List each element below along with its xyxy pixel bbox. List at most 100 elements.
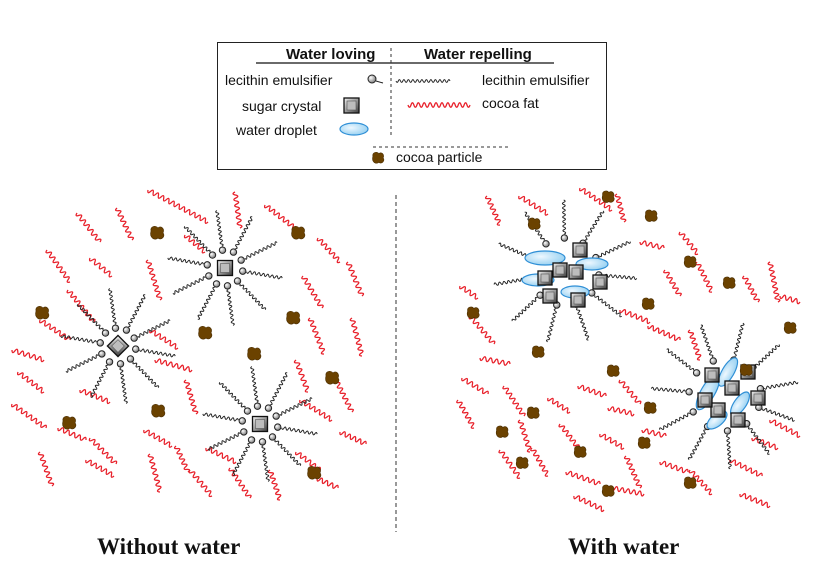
cocoa-particle: [466, 306, 480, 319]
lecithin-tail: [754, 344, 780, 369]
lecithin-tail: [545, 308, 557, 343]
lecithin-head: [223, 282, 232, 290]
cocoa-fat-strand: [767, 261, 781, 303]
lecithin-tail: [261, 445, 270, 482]
lecithin-head: [723, 427, 732, 435]
lecithin-head: [96, 339, 104, 347]
cocoa-fat-strand: [614, 193, 627, 223]
cocoa-fat-strand: [579, 187, 613, 212]
lecithin-tail: [250, 366, 259, 403]
cocoa-fat-strand: [301, 275, 324, 309]
lecithin-tail-group: [60, 199, 799, 482]
cocoa-fat-strand: [558, 423, 581, 452]
cocoa-fat-strand: [57, 427, 87, 441]
sugar-crystal-face: [555, 265, 565, 275]
cocoa-particle: [325, 371, 340, 385]
sugar-crystal-face: [727, 383, 737, 393]
cocoa-particle: [247, 347, 262, 361]
legend-header-repelling: Water repelling: [424, 46, 532, 63]
lecithin-head: [685, 388, 693, 396]
sugar-crystal-face: [733, 415, 743, 425]
lecithin-head: [237, 256, 245, 264]
lecithin-tail: [270, 372, 288, 406]
lecithin-head: [588, 289, 596, 297]
sugar-crystal-face: [700, 395, 710, 405]
lecithin-tail: [128, 294, 146, 328]
cocoa-fat-strand: [739, 492, 771, 509]
lecithin-tail: [602, 273, 638, 281]
lecithin-tail: [235, 216, 253, 250]
cocoa-particle: [62, 416, 77, 430]
lecithin-head: [264, 404, 273, 412]
caption-with-water: With water: [568, 534, 680, 559]
lecithin-tail: [207, 432, 241, 451]
cocoa-fat-strand: [618, 379, 642, 405]
sugar-crystal-face: [111, 339, 125, 353]
cocoa-particle: [722, 276, 736, 289]
cocoa-fat-strand: [16, 371, 45, 394]
lecithin-tail: [218, 382, 246, 409]
cocoa-particle: [307, 466, 322, 480]
cocoa-fat-strand: [154, 358, 193, 373]
lecithin-tail: [687, 429, 706, 461]
lecithin-head: [233, 277, 242, 285]
sugar-crystal-face: [713, 405, 723, 415]
lecithin-tail: [239, 283, 267, 310]
sugar-crystal-face: [575, 245, 585, 255]
cocoa-fat-strand: [173, 445, 191, 473]
lecithin-tail: [659, 412, 691, 430]
cocoa-fat-strand: [145, 259, 163, 301]
lecithin-tail: [594, 295, 622, 318]
lecithin-head: [689, 408, 697, 416]
cocoa-fat-strand: [641, 428, 667, 438]
lecithin-head: [560, 234, 569, 242]
lecithin-tail: [599, 241, 631, 258]
cocoa-fat-strand: [779, 294, 801, 305]
cocoa-particle: [515, 456, 529, 469]
water-droplet: [575, 257, 609, 271]
cocoa-particle: [683, 476, 697, 489]
cocoa-particle: [739, 363, 753, 376]
cocoa-fat-strand: [687, 329, 702, 361]
cocoa-fat-strand: [484, 195, 501, 226]
cocoa-fat-strand: [611, 486, 645, 497]
cocoa-fat-strand: [88, 437, 118, 465]
lecithin-head: [272, 412, 280, 420]
lecithin-head: [247, 436, 256, 444]
sugar-crystal-face: [545, 291, 555, 301]
legend-droplet-icon: [339, 122, 369, 136]
lecithin-tail: [575, 307, 590, 341]
lecithin-tail: [215, 210, 224, 247]
sugar-crystal-face: [595, 277, 605, 287]
lecithin-head: [203, 261, 211, 269]
sugar-crystal-face: [255, 419, 265, 429]
lecithin-tail: [172, 276, 206, 295]
lecithin-tail: [281, 426, 318, 436]
cocoa-fat-strand: [333, 379, 355, 413]
lecithin-tail: [137, 319, 171, 338]
legend-lecithin-head-icon: [367, 74, 377, 84]
lecithin-tail: [650, 386, 686, 394]
lecithin-head: [542, 240, 550, 248]
legend-lecithin-stem-icon: [375, 80, 384, 84]
lecithin-head: [709, 357, 717, 365]
cocoa-fat-strand: [143, 429, 173, 448]
lecithin-tail: [76, 304, 104, 331]
lecithin-tail: [132, 361, 160, 388]
cocoa-particle: [601, 484, 615, 497]
legend-fat-label: cocoa fat: [482, 95, 539, 111]
sugar-crystal-group: [106, 242, 766, 433]
lecithin-tail: [202, 412, 239, 422]
cocoa-fat-strand: [659, 460, 689, 474]
cocoa-fat-strand: [729, 459, 763, 477]
lecithin-head: [240, 428, 248, 436]
lecithin-tail: [274, 439, 302, 466]
lecithin-head: [122, 326, 131, 334]
cocoa-fat-strand: [339, 431, 367, 445]
cocoa-fat-strand: [517, 419, 532, 453]
lecithin-tail: [139, 348, 176, 358]
lecithin-tail: [725, 434, 732, 470]
legend-particle-label: cocoa particle: [396, 149, 483, 165]
cocoa-fat-strand: [688, 469, 713, 496]
sugar-crystal-face: [753, 393, 763, 403]
